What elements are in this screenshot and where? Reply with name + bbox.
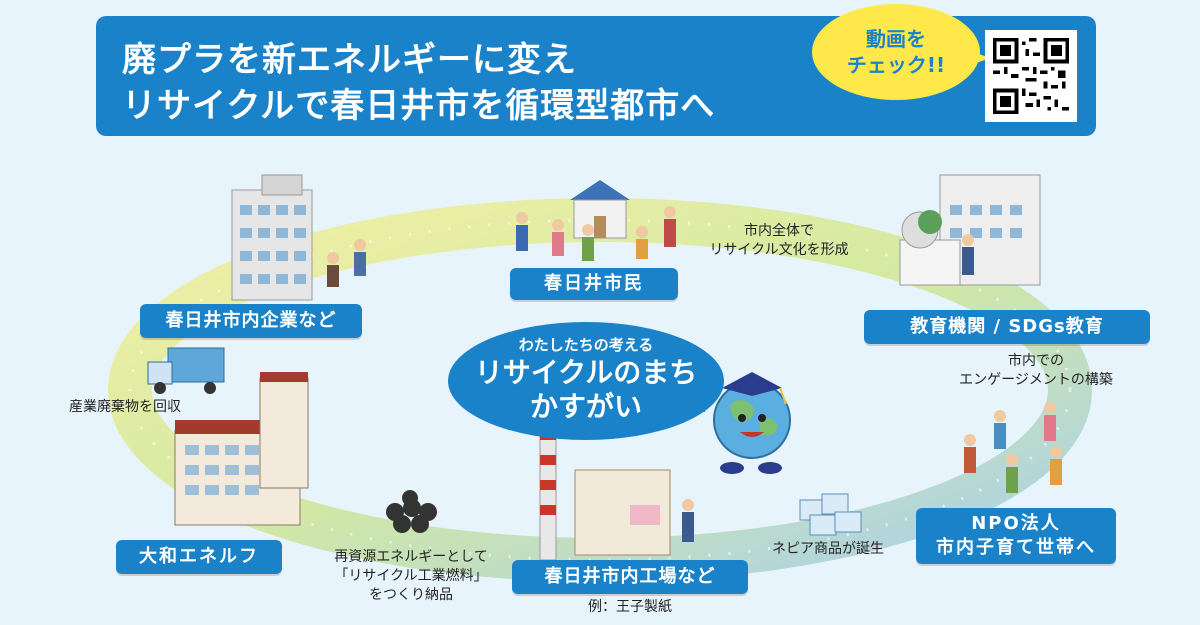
qr-code-icon[interactable] [985,30,1077,122]
note-fuel-line3: をつくり納品 [369,587,453,603]
truck-illustration [147,347,225,394]
node-factory: 春日井市内工場など [512,560,748,594]
header-title-line2: リサイクルで春日井市を循環型都市へ [122,86,716,126]
note-culture: 市内全体で リサイクル文化を形成 [686,222,872,260]
node-citizens: 春日井市民 [510,268,678,300]
center-title-line1: リサイクルのまち [474,356,698,389]
note-fuel: 再資源エネルギーとして 「リサイクル工業燃料」 をつくり納品 [318,548,504,605]
node-yamato: 大和エネルフ [116,540,282,574]
note-fuel-line2: 「リサイクル工業燃料」 [334,568,488,584]
node-companies: 春日井市内企業など [140,304,362,338]
factory-building-illustration [174,372,309,526]
note-example: 例：王子製紙 [588,599,672,615]
tissue-boxes-illustration [799,493,862,536]
note-culture-line2: リサイクル文化を形成 [709,242,849,258]
node-npo-line1: NPO法人 [971,513,1061,534]
earth-mascot-illustration [713,372,791,474]
house-illustration [570,180,630,239]
people-illustration [327,206,1062,542]
note-nepia: ネピア商品が誕生 [772,541,884,557]
node-npo: NPO法人 市内子育て世帯へ [916,508,1116,564]
check-video-line2: チェック!! [846,53,946,77]
office-building-illustration [231,174,313,301]
note-engagement-line1: 市内での [1008,353,1064,369]
center-title-line2: かすがい [529,390,642,423]
paper-factory-illustration [539,419,671,561]
check-video-line1: 動画を [866,27,926,51]
note-engagement-line2: エンゲージメントの構築 [959,372,1113,388]
center-subtitle: わたしたちの考える [518,336,654,354]
center-title: リサイクルのまち かすがい [448,356,724,424]
header-title-line1: 廃プラを新エネルギーに変え [122,40,577,80]
note-engagement: 市内での エンゲージメントの構築 [936,352,1136,390]
center-speech-bubble: わたしたちの考える リサイクルのまち かすがい [448,322,724,440]
university-building-illustration [899,174,1041,286]
note-culture-line1: 市内全体で [744,223,814,239]
fuel-pellets-illustration [386,490,437,533]
note-waste-collection: 産業廃棄物を回収 [69,399,181,415]
node-education: 教育機関 / SDGs教育 [864,310,1150,344]
node-npo-line2: 市内子育て世帯へ [936,537,1096,558]
note-fuel-line1: 再資源エネルギーとして [334,549,488,565]
check-video-bubble[interactable]: 動画を チェック!! [812,4,990,100]
